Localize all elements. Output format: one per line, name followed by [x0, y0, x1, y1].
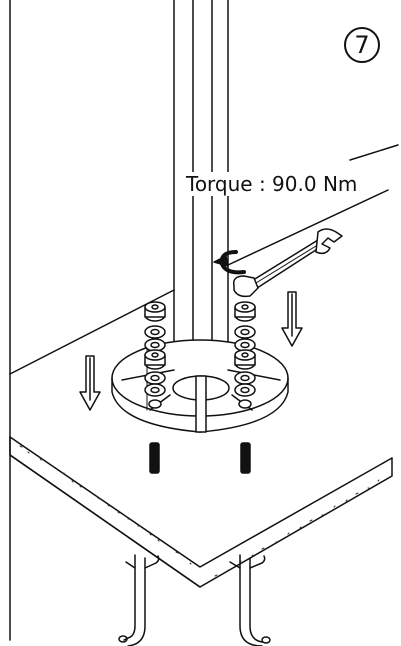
- down-arrow-icon: [281, 291, 303, 347]
- rotation-arrow-icon: [213, 250, 246, 275]
- bolt-stack-right: [234, 301, 256, 409]
- threaded-studs: [149, 442, 251, 474]
- concrete-slab: [9, 436, 393, 588]
- step-number: 7: [354, 31, 370, 59]
- concrete-texture: [19, 445, 380, 577]
- anchor-bolts-embedded: [118, 554, 271, 646]
- wrench-icon: [232, 228, 343, 298]
- down-arrow-icon: [79, 355, 101, 411]
- wall-outline: [9, 0, 399, 641]
- bolt-stack-left: [144, 301, 166, 411]
- torque-label: Torque : 90.0 Nm: [184, 172, 360, 196]
- base-plate: [111, 339, 289, 433]
- step-circle-icon: [344, 27, 380, 63]
